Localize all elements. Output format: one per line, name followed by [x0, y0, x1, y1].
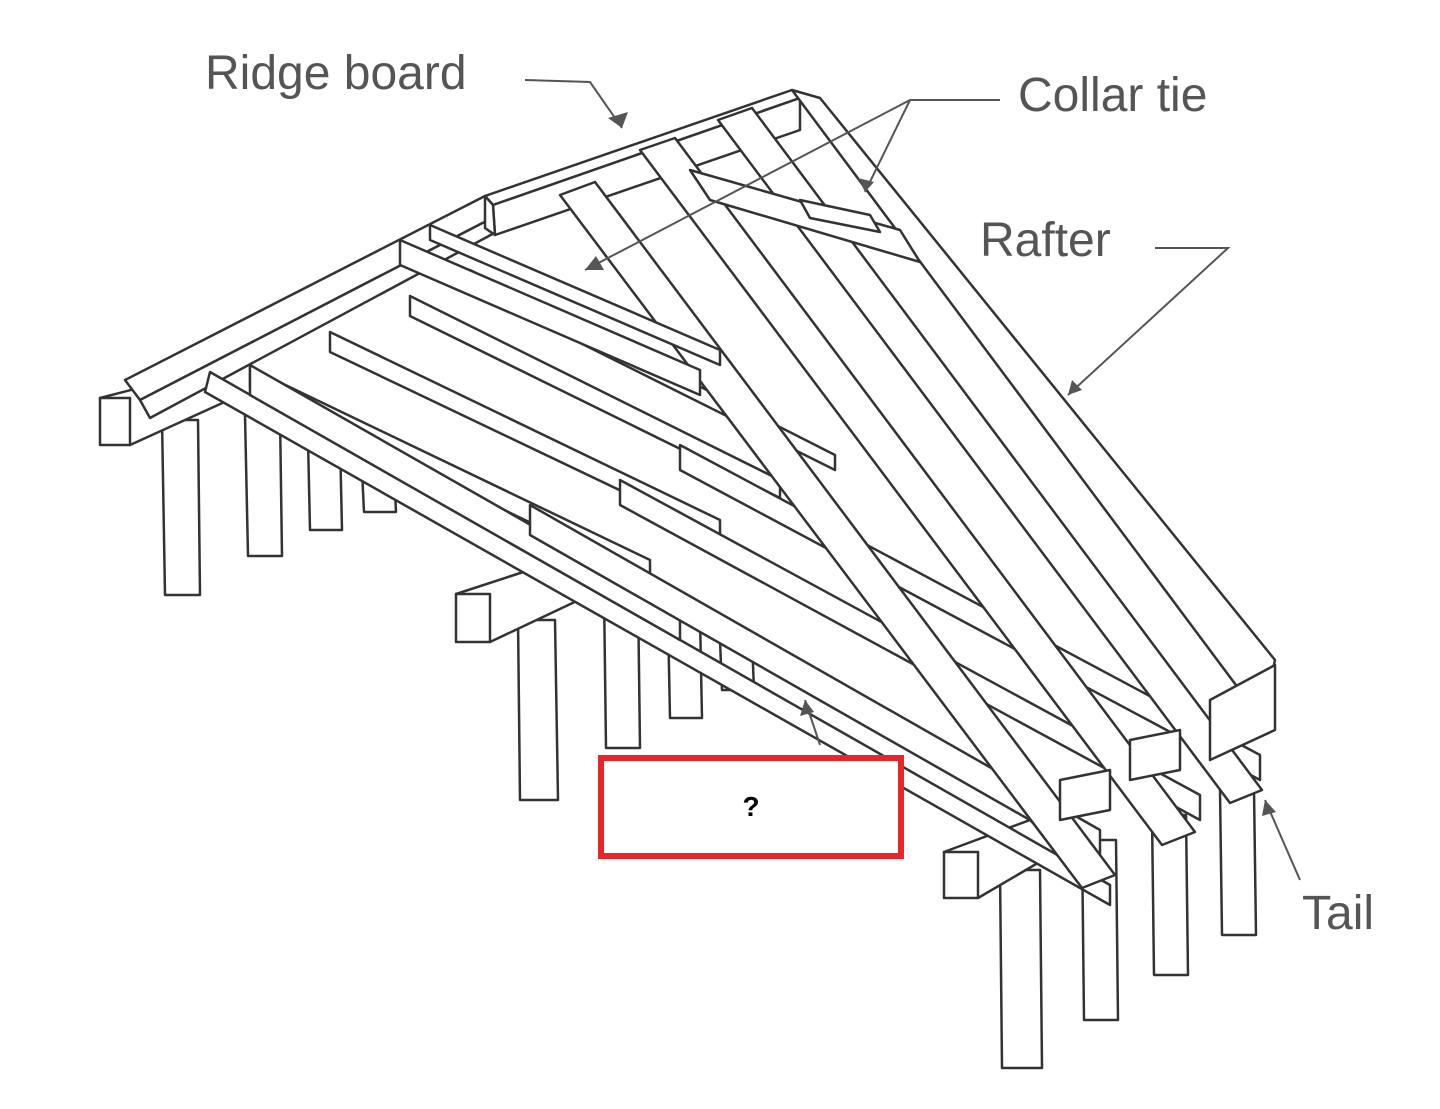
gable-rafter-left	[123, 194, 502, 420]
tail-label: Tail	[1302, 887, 1375, 940]
collar-ties[interactable]	[688, 168, 922, 264]
question-answer-box[interactable]: ?	[598, 755, 904, 859]
leader-lines	[524, 79, 1301, 881]
question-mark: ?	[742, 791, 760, 822]
rafter-tails[interactable]	[1058, 663, 1277, 822]
ridge-board-label: Ridge board	[205, 47, 467, 100]
lower-rafters	[398, 223, 722, 397]
leader-arrowheads	[585, 112, 1276, 816]
rafter-label: Rafter	[980, 214, 1111, 267]
collar-tie-label: Collar tie	[1018, 69, 1208, 122]
rafters[interactable]	[558, 88, 1277, 890]
